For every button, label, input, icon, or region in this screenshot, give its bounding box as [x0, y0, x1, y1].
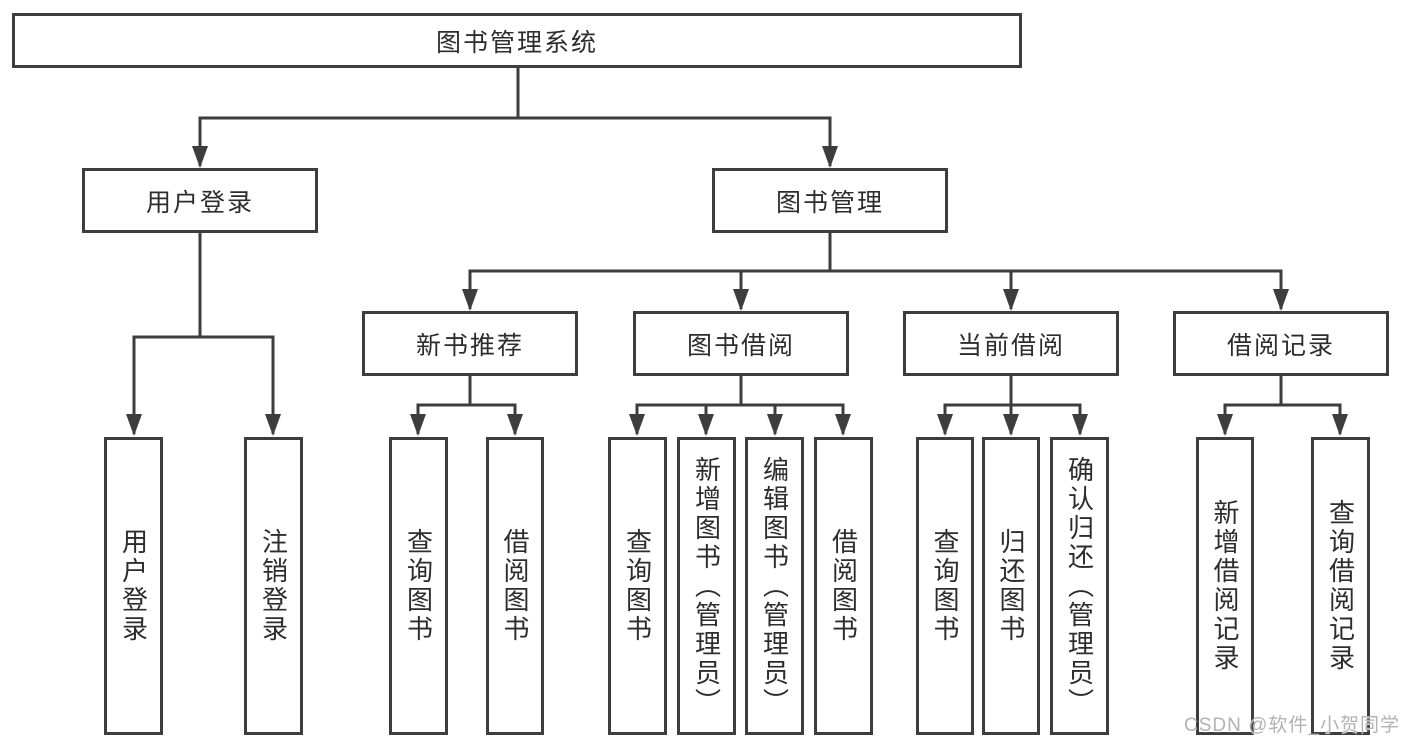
node-user-login-label: 用户登录: [145, 188, 254, 217]
leaf-records-add-record: 新增借阅记录: [1196, 437, 1254, 735]
leaf-user-login: 用户登录: [104, 437, 163, 735]
leaf-current-confirm-return-admin: 确认归还（管理员）: [1050, 437, 1109, 735]
node-new-book-recommend: 新书推荐: [362, 311, 578, 376]
edges-borrow-children: [629, 376, 851, 436]
leaf-borrow-query-book: 查询图书: [608, 437, 667, 735]
edges-book-management-children: [462, 233, 1289, 311]
node-book-management-label: 图书管理: [775, 188, 884, 217]
leaf-current-return-book: 归还图书: [982, 437, 1040, 735]
leaf-records-query-record: 查询借阅记录: [1311, 437, 1370, 735]
node-new-book-recommend-label: 新书推荐: [415, 331, 524, 360]
leaf-newbook-query-book: 查询图书: [389, 437, 448, 735]
leaf-current-query-book-label: 查询图书: [930, 528, 960, 644]
edges-records-children: [1217, 376, 1348, 436]
leaf-borrow-add-book-admin-label: 新增图书（管理员）: [691, 455, 722, 717]
leaf-borrow-edit-book-admin-label: 编辑图书（管理员）: [759, 455, 790, 717]
node-current-borrowing-label: 当前借阅: [956, 331, 1065, 360]
node-book-borrowing-label: 图书借阅: [686, 331, 795, 360]
leaf-borrow-edit-book-admin: 编辑图书（管理员）: [745, 437, 804, 735]
node-root: 图书管理系统: [12, 13, 1022, 68]
node-book-borrowing: 图书借阅: [633, 311, 849, 376]
node-borrowing-records-label: 借阅记录: [1226, 331, 1335, 360]
leaf-current-confirm-return-admin-label: 确认归还（管理员）: [1064, 455, 1095, 717]
node-root-label: 图书管理系统: [435, 28, 598, 57]
node-borrowing-records: 借阅记录: [1173, 311, 1389, 376]
node-book-management: 图书管理: [712, 168, 948, 233]
node-user-login: 用户登录: [82, 168, 318, 233]
leaf-logout: 注销登录: [244, 437, 303, 735]
leaf-current-query-book: 查询图书: [916, 437, 974, 735]
leaf-borrow-add-book-admin: 新增图书（管理员）: [677, 437, 736, 735]
leaf-newbook-borrow-book-label: 借阅图书: [500, 528, 530, 644]
leaf-current-return-book-label: 归还图书: [996, 528, 1026, 644]
leaf-newbook-borrow-book: 借阅图书: [486, 437, 544, 735]
csdn-watermark: CSDN @软件_小贺同学: [1184, 715, 1400, 736]
leaf-borrow-borrow-book: 借阅图书: [814, 437, 873, 735]
edges-user-login-children: [126, 233, 281, 436]
edges-current-children: [937, 376, 1088, 436]
edges-newbook-children: [410, 376, 523, 436]
leaf-records-query-record-label: 查询借阅记录: [1325, 499, 1356, 673]
leaf-borrow-query-book-label: 查询图书: [622, 528, 653, 644]
leaf-logout-label: 注销登录: [258, 528, 289, 644]
edges-level2: [192, 116, 838, 168]
leaf-borrow-borrow-book-label: 借阅图书: [828, 528, 859, 644]
leaf-records-add-record-label: 新增借阅记录: [1210, 499, 1240, 673]
leaf-user-login-label: 用户登录: [118, 528, 149, 644]
node-current-borrowing: 当前借阅: [903, 311, 1119, 376]
leaf-newbook-query-book-label: 查询图书: [403, 528, 434, 644]
